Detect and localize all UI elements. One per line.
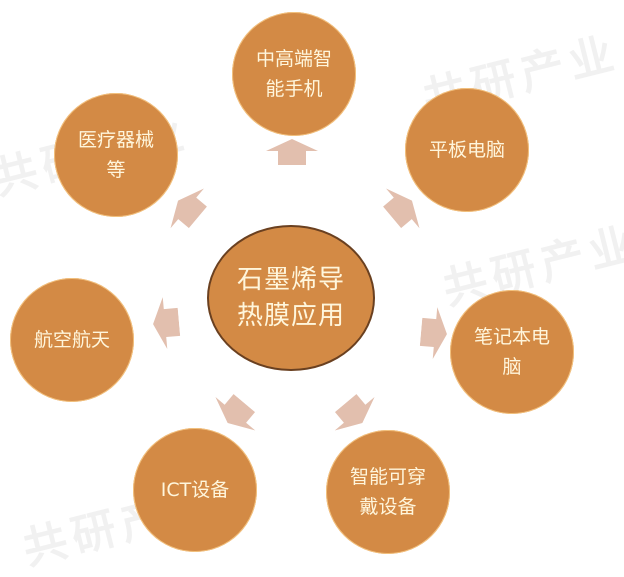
node-medical: 医疗器械 等 (54, 93, 178, 217)
node-label: 医疗器械 (77, 129, 154, 151)
arrow-upper-left-icon (161, 181, 214, 238)
node-label: 智能可穿 (349, 466, 426, 488)
node-label: 笔记本电 (473, 326, 550, 348)
node-label: 中高端智 (255, 48, 332, 70)
node-label: ICT设备 (160, 479, 230, 501)
arrow-right-icon (419, 306, 449, 360)
node-aerospace: 航空航天 (10, 278, 134, 402)
node-ict: ICT设备 (133, 428, 257, 552)
arrow-upper-right-icon (375, 181, 428, 238)
center-line-2: 热膜应用 (236, 301, 345, 331)
arrow-lower-left-icon (208, 386, 265, 439)
center-line-1: 石墨烯导 (236, 265, 345, 295)
arrow-lower-right-icon (326, 386, 383, 439)
node-label: 等 (106, 159, 126, 181)
node-label: 能手机 (265, 78, 323, 100)
node-label: 平板电脑 (428, 139, 505, 161)
arrow-left-icon (151, 296, 181, 350)
arrow-up-icon (266, 139, 318, 165)
node-smartphone: 中高端智 能手机 (232, 12, 356, 136)
node-laptop: 笔记本电 脑 (450, 290, 574, 414)
node-wearable: 智能可穿 戴设备 (326, 430, 450, 554)
center-node-graphene-film: 石墨烯导 热膜应用 (207, 225, 375, 371)
node-label: 脑 (502, 356, 522, 378)
node-label: 航空航天 (33, 329, 110, 351)
node-label: 戴设备 (359, 496, 417, 518)
node-tablet: 平板电脑 (405, 88, 529, 212)
